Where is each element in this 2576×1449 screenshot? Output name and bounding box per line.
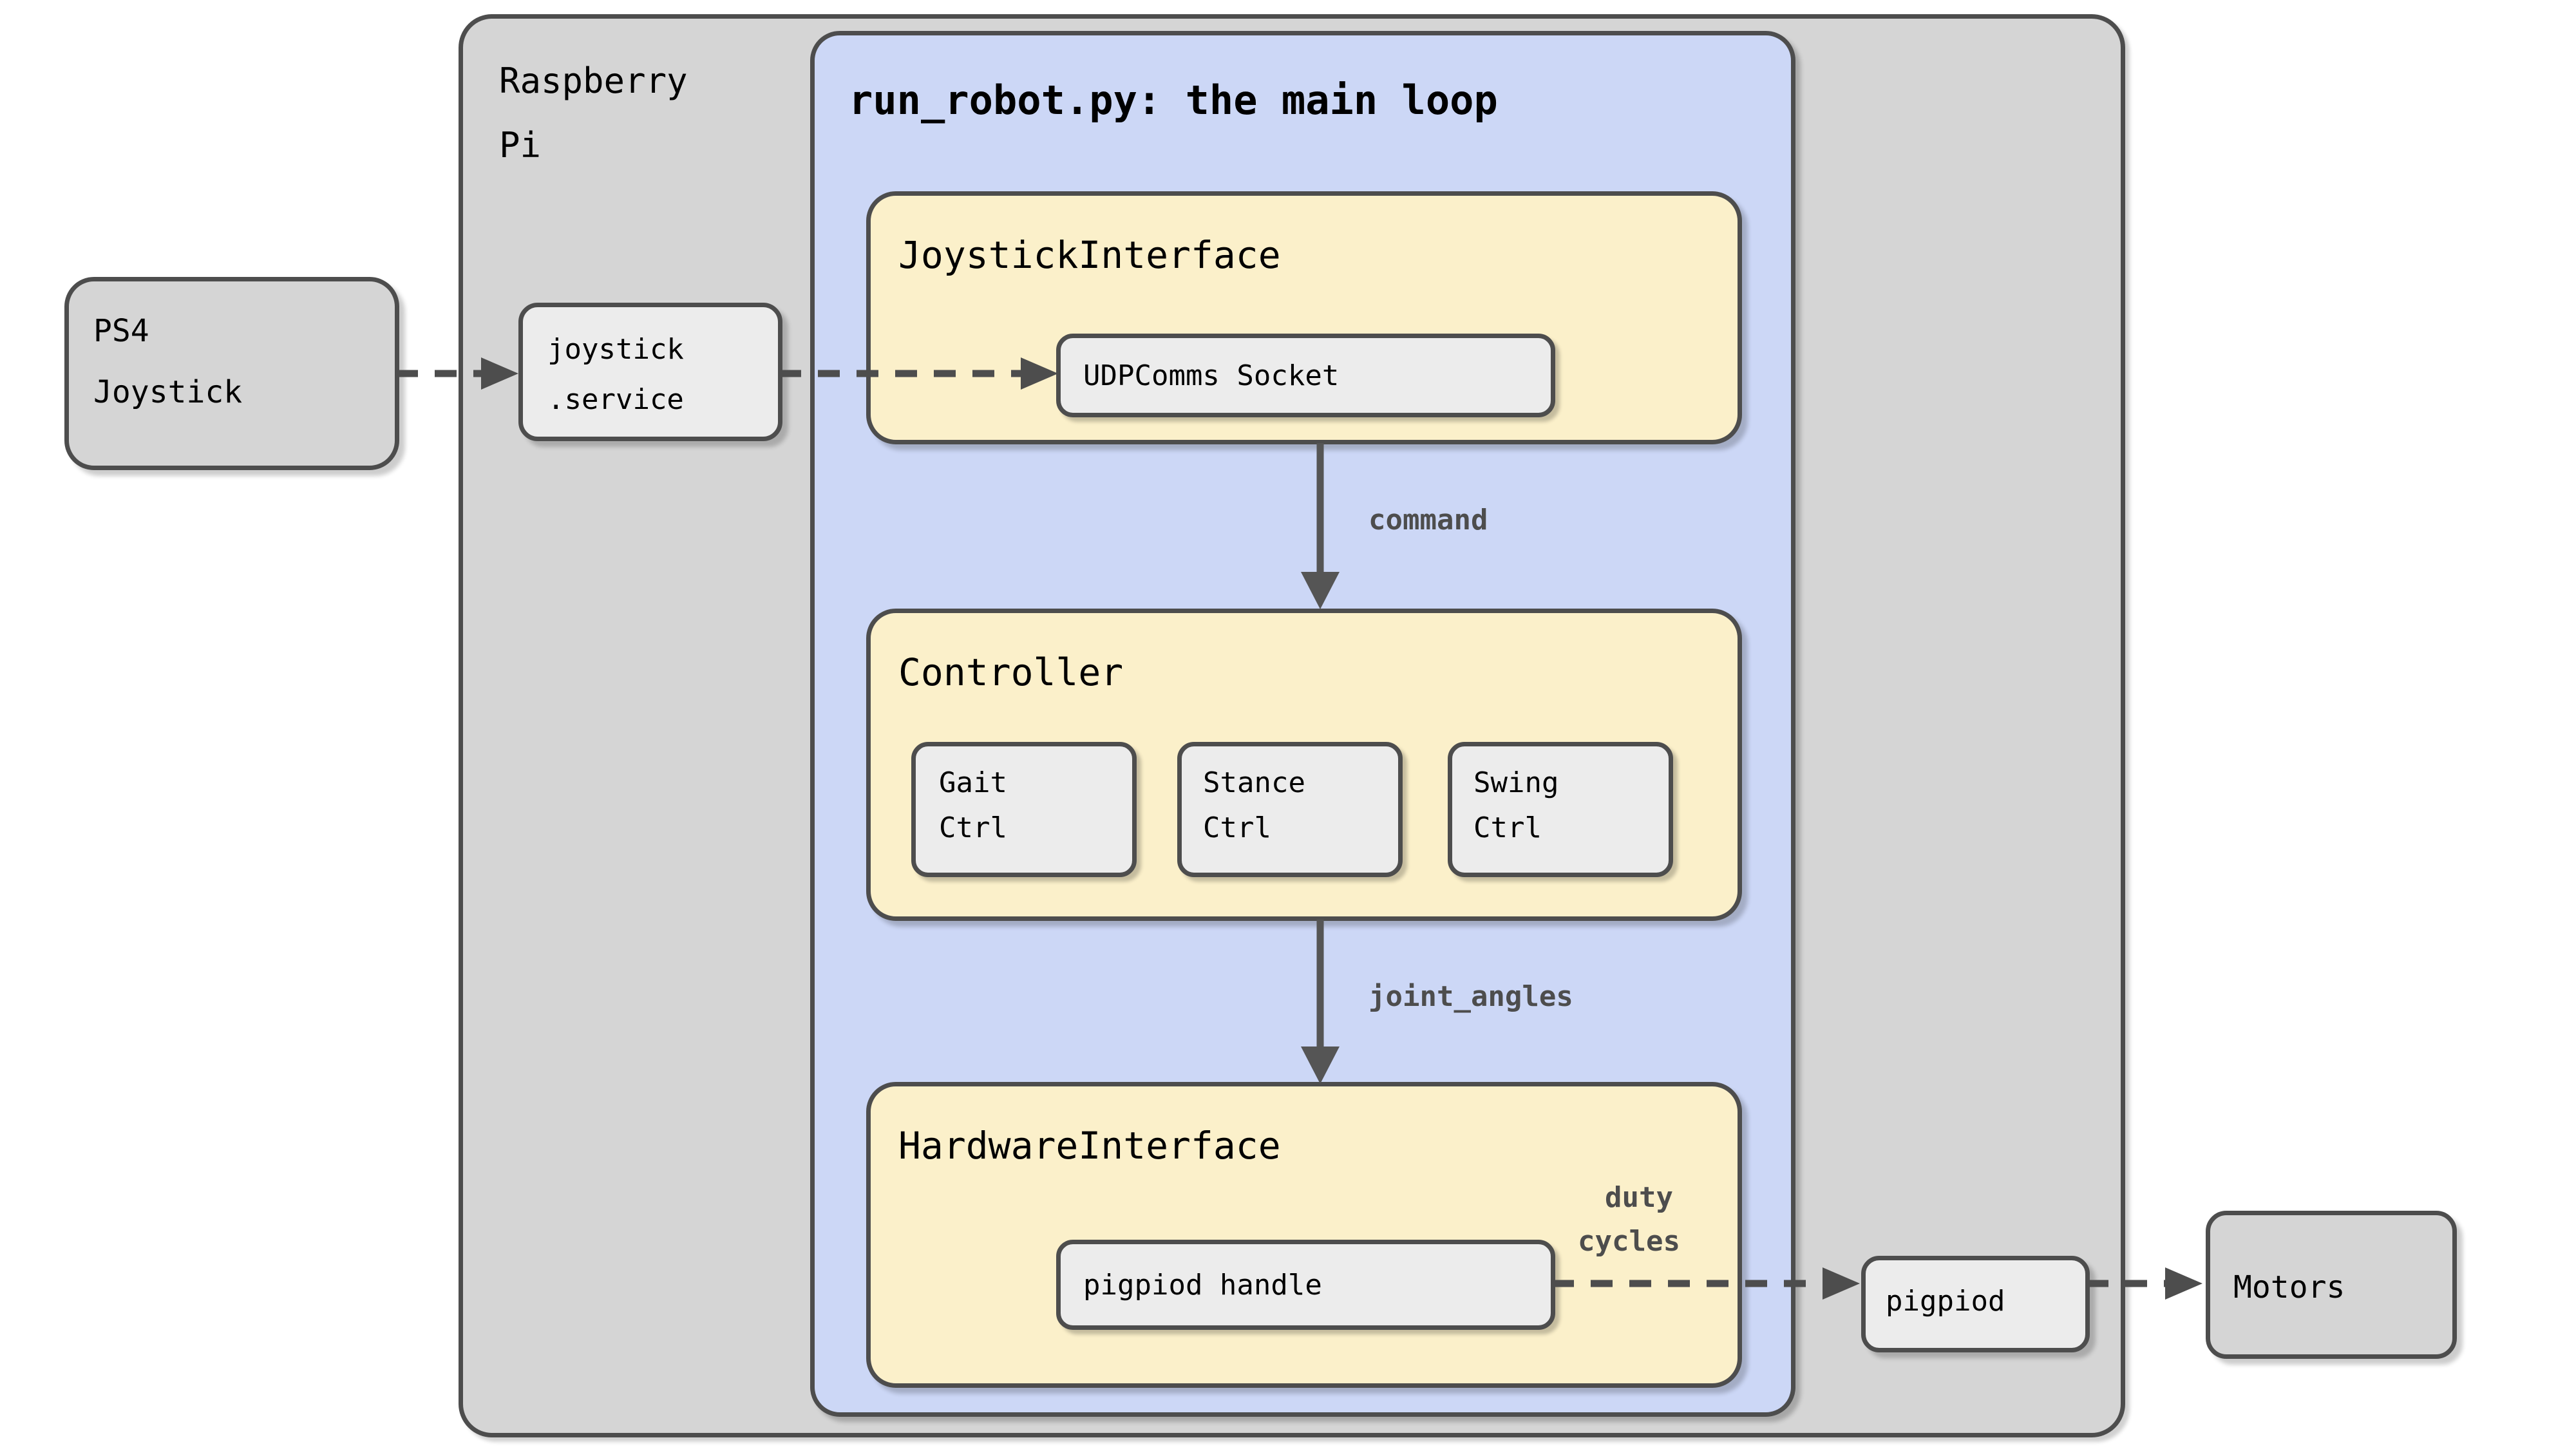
edge-joystick-interface-to-controller [1294,443,1372,614]
edge-label-duty-cycles-line2: cycles [1578,1225,1680,1258]
ps4-joystick-label-line2: Joystick [93,374,243,410]
edge-label-command: command [1368,504,1488,536]
motors-label: Motors [2233,1269,2345,1305]
node-pigpiod[interactable] [1861,1256,2090,1352]
module-hardware-interface[interactable] [866,1082,1742,1388]
node-joystick-service[interactable] [518,303,782,441]
pigpiod-label: pigpiod [1886,1285,2005,1318]
swing-ctrl-label-line1: Swing [1473,766,1559,799]
controller-title: Controller [898,650,1124,694]
edge-ps4-to-joystick-service [396,351,528,402]
gait-ctrl-label-line1: Gait [939,766,1007,799]
joystick-service-label-line2: .service [547,383,684,416]
main-loop-title: run_robot.py: the main loop [849,77,1498,124]
stance-ctrl-label-line2: Ctrl [1203,811,1271,844]
swing-ctrl-label-line2: Ctrl [1473,811,1542,844]
edge-pigpiod-to-motors [2087,1261,2215,1312]
edge-label-joint-angles: joint_angles [1368,980,1573,1013]
joystick-service-label-line1: joystick [547,333,684,366]
edge-controller-to-hardware-interface [1294,920,1372,1088]
ps4-joystick-label-line1: PS4 [93,313,149,349]
hardware-interface-title: HardwareInterface [898,1124,1281,1168]
node-ps4-joystick[interactable] [64,277,399,470]
raspberry-pi-label-line1: Raspberry [499,61,688,101]
edge-label-duty-cycles-line1: duty [1605,1181,1673,1214]
subcomponent-udpcomms-socket[interactable] [1056,334,1555,417]
subcomponent-stance-ctrl[interactable] [1177,742,1403,877]
stance-ctrl-label-line1: Stance [1203,766,1305,799]
gait-ctrl-label-line2: Ctrl [939,811,1007,844]
raspberry-pi-label-line2: Pi [499,125,542,166]
subcomponent-swing-ctrl[interactable] [1448,742,1673,877]
pigpiod-handle-label: pigpiod handle [1083,1269,1322,1302]
edge-pigpiod-handle-to-pigpiod [1552,1261,1874,1312]
udpcomms-socket-label: UDPComms Socket [1083,359,1340,392]
subcomponent-pigpiod-handle[interactable] [1056,1240,1555,1330]
subcomponent-gait-ctrl[interactable] [911,742,1137,877]
joystick-interface-title: JoystickInterface [898,233,1281,277]
node-motors[interactable] [2206,1211,2457,1359]
edge-joystick-service-to-udpcomms [779,351,1069,402]
